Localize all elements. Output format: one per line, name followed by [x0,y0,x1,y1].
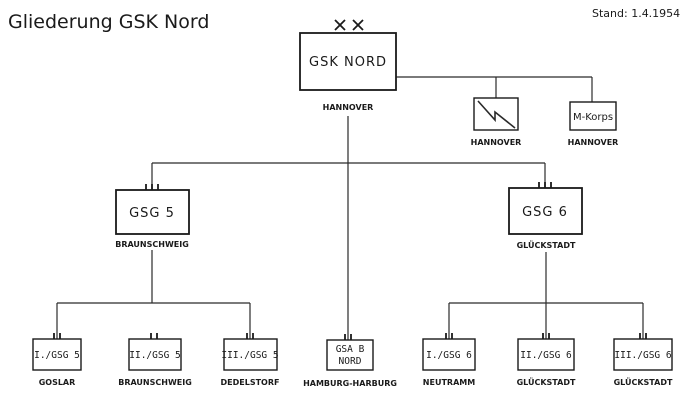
battalion-0: I./GSG 5 GOSLAR [32,333,82,387]
mkorps-box [569,101,617,131]
battalion-label: I./GSG 5 [34,350,80,361]
hq-label: GSK NORD [309,55,387,70]
battalion-4: II./GSG 6 GLÜCKSTADT [517,333,576,387]
hq-location: HANNOVER [323,103,374,112]
mkorps-node: M-Korps HANNOVER [568,101,619,147]
gsa-node: GSA B NORD HAMBURG-HARBURG [303,334,397,388]
battalion-label: II./GSG 6 [520,350,572,361]
battalion-label: I./GSG 6 [426,350,472,361]
gsg6-label: GSG 6 [522,205,568,220]
battalion-box [128,338,182,371]
gsg6-node: GSG 6 GLÜCKSTADT [508,182,583,250]
hq-box [299,32,397,91]
mkorps-label: M-Korps [573,112,613,123]
gsg6-box [508,187,583,235]
mkorps-location: HANNOVER [568,138,619,147]
battalion-location: GOSLAR [39,378,76,387]
battalion-location: NEUTRAMM [423,378,475,387]
lightning-icon [477,100,516,129]
battalion-box [517,338,575,371]
signal-unit-node: HANNOVER [471,97,522,147]
gsa-location: HAMBURG-HARBURG [303,379,397,388]
gsg5-label: GSG 5 [129,206,175,221]
gsa-label-line2: NORD [339,356,362,367]
battalion-3: I./GSG 6 NEUTRAMM [422,333,476,387]
gsg6-location: GLÜCKSTADT [517,240,576,250]
battalion-box [613,338,673,371]
battalion-1: II./GSG 5 BRAUNSCHWEIG [118,333,192,387]
battalion-box [422,338,476,371]
connector-lines [56,76,644,340]
battalion-label: III./GSG 6 [614,350,671,361]
gsa-box [326,339,374,371]
battalion-location: BRAUNSCHWEIG [118,378,192,387]
battalion-location: GLÜCKSTADT [614,377,673,387]
gsa-label-line1: GSA B [336,344,365,355]
battalion-location: GLÜCKSTADT [517,377,576,387]
battalion-5: III./GSG 6 GLÜCKSTADT [613,333,673,387]
battalion-label: II./GSG 5 [129,350,180,361]
chart-title: Gliederung GSK Nord [8,11,209,33]
battalion-box [223,338,278,371]
signal-unit-location: HANNOVER [471,138,522,147]
battalion-box [32,338,82,371]
battalion-2: III./GSG 5 DEDELSTORF [221,333,280,387]
battalion-location: DEDELSTORF [221,378,280,387]
battalion-label: III./GSG 5 [221,350,278,361]
stand-date: Stand: 1.4.1954 [592,7,680,20]
gsg5-box [115,189,190,235]
gsg5-node: GSG 5 BRAUNSCHWEIG [115,184,190,249]
gsg5-location: BRAUNSCHWEIG [115,240,189,249]
hq-node: GSK NORD HANNOVER [299,19,397,112]
